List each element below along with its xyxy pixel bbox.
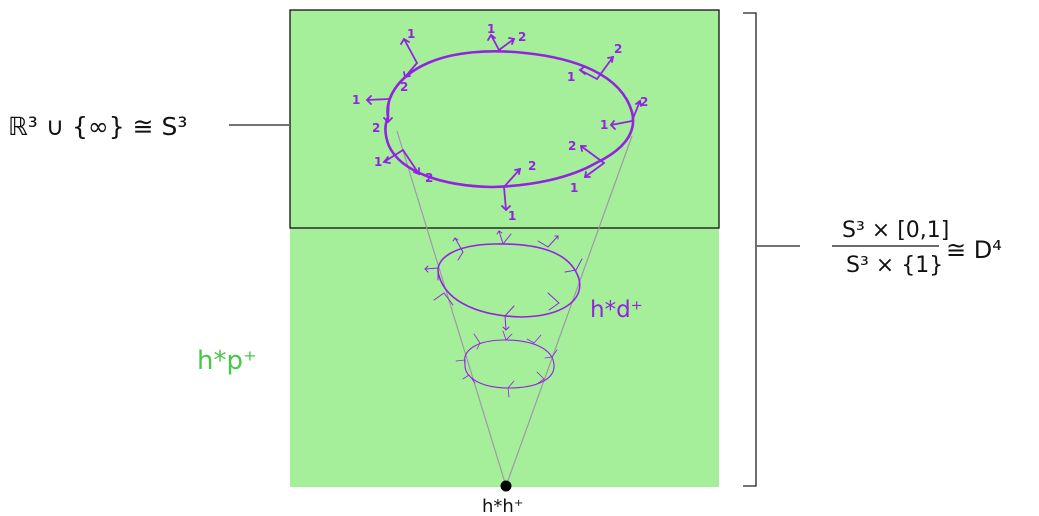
arrow-lower-right-2 — [580, 145, 605, 164]
green-region — [290, 10, 719, 487]
right-formula: S³ × [0,1] S³ × {1} ≅ D⁴ — [832, 218, 1002, 278]
arrow-top-left-2 — [404, 62, 418, 78]
arrow-top-left-1 — [403, 38, 418, 64]
right-formula-numerator: S³ × [0,1] — [842, 218, 949, 243]
arrow-lower-left-2 — [402, 149, 420, 175]
green-label: h*p⁺ — [197, 346, 257, 376]
right-bracket — [743, 12, 757, 487]
outer-arrow-labels: 1 2 1 2 2 1 2 1 1 2 1 2 1 2 1 2 — [352, 22, 648, 223]
label-lower-left-1: 1 — [374, 155, 382, 169]
middle-loop — [437, 243, 581, 318]
arrow-top-1-head — [487, 33, 496, 41]
label-top-2: 2 — [518, 30, 526, 44]
arrow-bottom-2-head — [514, 167, 522, 175]
top-left-formula: ℝ³ ∪ {∞} ≅ S³ — [8, 112, 187, 141]
inner-loop — [464, 339, 555, 389]
right-formula-result: ≅ D⁴ — [946, 236, 1002, 264]
arrow-bottom-1 — [503, 186, 507, 211]
outer-loop — [384, 50, 635, 189]
cone-line-right — [505, 135, 633, 487]
arrow-left-1 — [366, 98, 390, 101]
label-top-right-1: 1 — [567, 70, 575, 84]
arrow-top-1 — [490, 34, 500, 51]
arrow-left-2 — [387, 98, 390, 123]
arrow-left-2-head — [383, 117, 393, 124]
top-box — [289, 9, 720, 229]
label-lower-right-2: 2 — [568, 139, 576, 153]
arrow-top-right-2-head — [607, 55, 615, 63]
label-right-2: 2 — [640, 95, 648, 109]
label-top-right-2: 2 — [614, 42, 622, 56]
purple-label: h*d⁺ — [590, 297, 643, 323]
label-top-left-2: 2 — [400, 80, 408, 94]
cone-line-left — [396, 130, 507, 487]
label-left-2: 2 — [372, 121, 380, 135]
label-left-1: 1 — [352, 93, 360, 107]
arrow-bottom-1-head — [501, 205, 511, 212]
arrow-top-left-1-head — [400, 37, 410, 45]
arrow-lower-left-1 — [383, 149, 404, 163]
inner-arrows — [455, 330, 558, 398]
label-top-1: 1 — [487, 22, 495, 36]
arrow-right-1 — [610, 120, 633, 126]
label-lower-left-2: 2 — [425, 171, 433, 185]
arrow-left-1-head — [365, 95, 372, 105]
arrow-right-2 — [631, 100, 641, 122]
label-bottom-2: 2 — [528, 159, 536, 173]
arrow-lower-right-1-head — [583, 171, 591, 178]
label-top-left-1: 1 — [407, 27, 415, 41]
arrow-right-2-head — [635, 99, 642, 107]
apex-point — [500, 480, 512, 492]
label-bottom-1: 1 — [508, 209, 516, 223]
arrow-bottom-2 — [503, 168, 521, 188]
arrow-lower-right-1 — [584, 162, 605, 178]
arrow-top-left-2-head — [403, 71, 411, 79]
arrow-top-2 — [498, 38, 515, 51]
arrow-top-right-2 — [596, 56, 614, 80]
outer-arrows — [365, 33, 642, 212]
arrow-lower-right-2-head — [579, 145, 587, 152]
arrow-lower-left-2-head — [413, 167, 420, 176]
label-lower-right-1: 1 — [570, 181, 578, 195]
arrow-lower-left-1-head — [382, 156, 391, 164]
middle-arrows — [424, 230, 583, 331]
arrow-top-2-head — [508, 37, 516, 45]
right-formula-denominator: S³ × {1} — [846, 253, 943, 278]
apex-label: h*h⁺ — [482, 496, 523, 516]
cone-lines — [396, 130, 633, 487]
arrow-top-right-1-head — [578, 66, 586, 75]
arrow-right-1-head — [609, 120, 616, 130]
label-right-1: 1 — [600, 118, 608, 132]
